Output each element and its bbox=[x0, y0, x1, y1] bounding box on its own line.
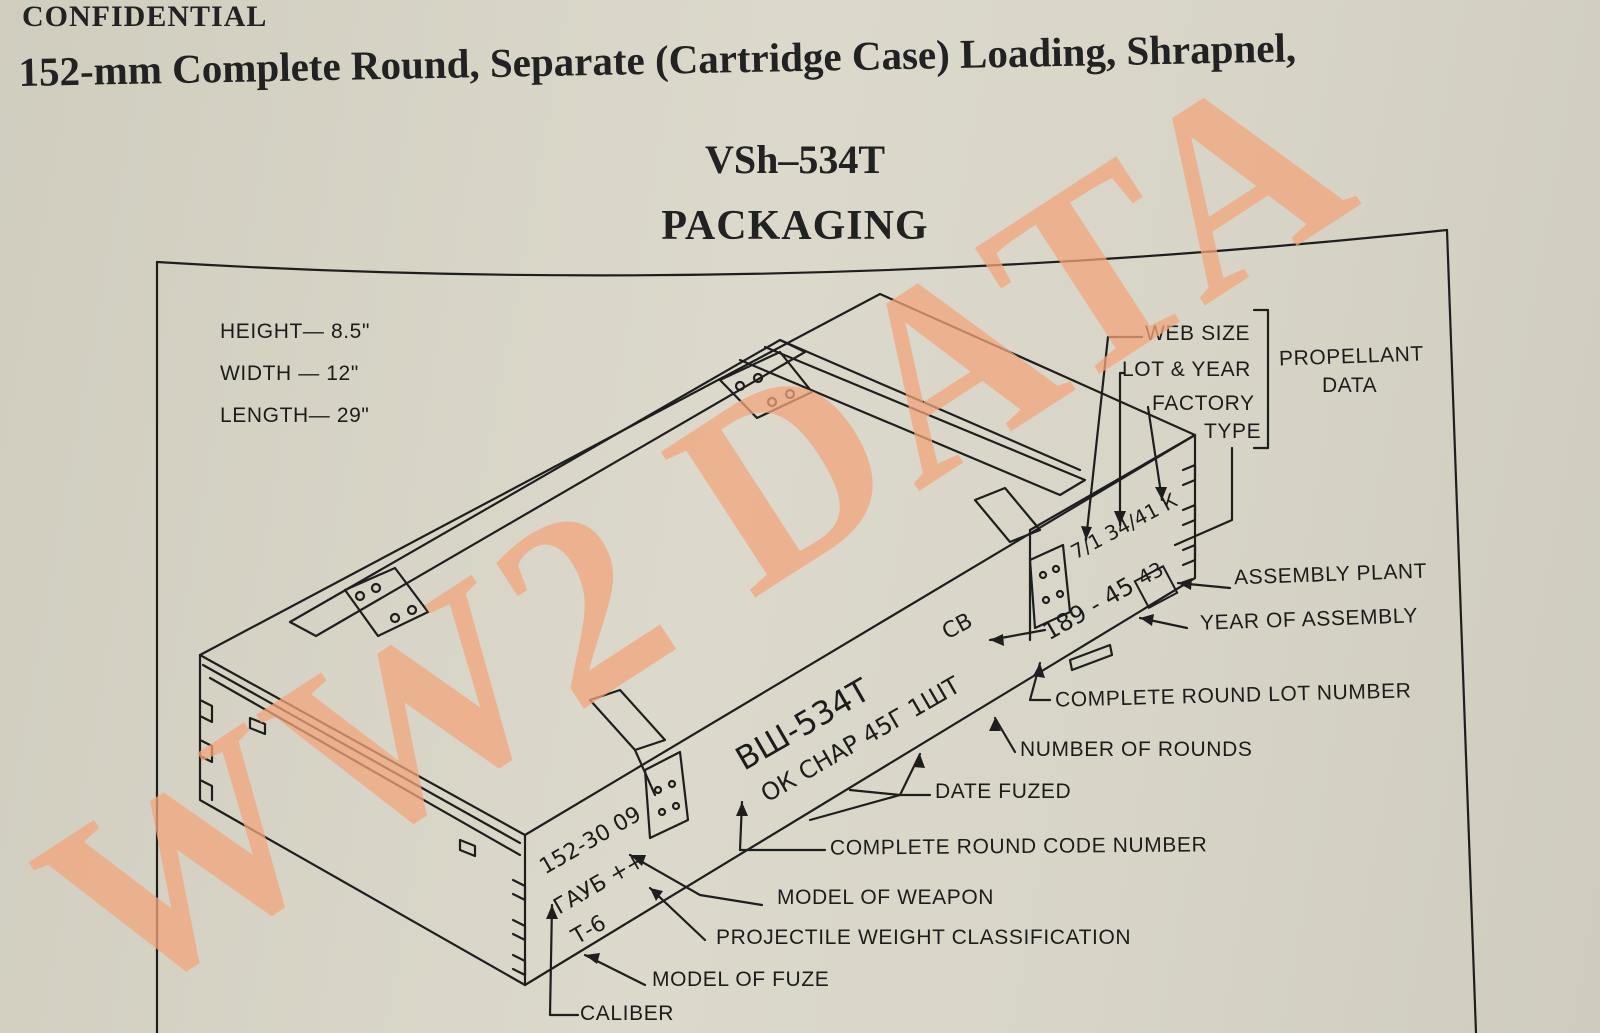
label-projectile-weight-classification: PROJECTILE WEIGHT CLASSIFICATION bbox=[716, 926, 1132, 949]
label-number-of-rounds: NUMBER OF ROUNDS bbox=[1020, 738, 1253, 761]
classification-label: CONFIDENTIAL bbox=[22, 0, 268, 33]
document-title-designation: VSh–534T bbox=[704, 137, 886, 182]
section-heading: PACKAGING bbox=[661, 203, 929, 249]
hinge-plate-bottom bbox=[343, 566, 430, 638]
leader-lot-year bbox=[1118, 371, 1126, 527]
handle-front bbox=[588, 688, 667, 752]
leader-number-of-rounds bbox=[993, 716, 1017, 754]
leader-model-weapon bbox=[628, 853, 764, 907]
leader-weight-class bbox=[648, 886, 707, 942]
dimension-height: HEIGHT— 8.5" bbox=[220, 320, 371, 343]
label-factory: FACTORY bbox=[1152, 392, 1255, 415]
dimension-width: WIDTH — 12" bbox=[220, 362, 359, 385]
leader-factory bbox=[1146, 405, 1164, 502]
box-left-end bbox=[198, 653, 527, 987]
frame-right-edge bbox=[1445, 228, 1478, 1033]
label-caliber: CALIBER bbox=[580, 1002, 675, 1025]
leader-web-size bbox=[1084, 335, 1144, 542]
leader-type bbox=[1173, 446, 1234, 547]
latch-plate-front bbox=[643, 750, 690, 840]
label-propellant-data: DATA bbox=[1322, 374, 1378, 397]
label-lot-year: LOT & YEAR bbox=[1122, 358, 1251, 381]
latch-plate-rear bbox=[1028, 543, 1072, 630]
plant-number-box bbox=[1133, 564, 1179, 610]
frame-top-edge bbox=[155, 228, 1449, 277]
svg-text:WW2 DATA: WW2 DATA bbox=[0, 2, 1400, 1033]
leader-caliber bbox=[548, 903, 580, 1017]
label-date-fuzed: DATE FUZED bbox=[935, 780, 1072, 803]
hinge-plate-top bbox=[718, 350, 814, 420]
handle-rear bbox=[973, 486, 1042, 544]
lid-batten-right bbox=[738, 345, 1087, 497]
leader-code-number bbox=[738, 800, 827, 852]
label-web-size: WEB SIZE bbox=[1145, 322, 1251, 345]
label-type: TYPE bbox=[1204, 420, 1262, 443]
label-model-of-fuze: MODEL OF FUZE bbox=[652, 968, 830, 991]
propellant-bracket bbox=[1252, 308, 1270, 450]
label-model-of-weapon: MODEL OF WEAPON bbox=[777, 886, 995, 909]
dimension-length: LENGTH— 29" bbox=[220, 404, 370, 427]
